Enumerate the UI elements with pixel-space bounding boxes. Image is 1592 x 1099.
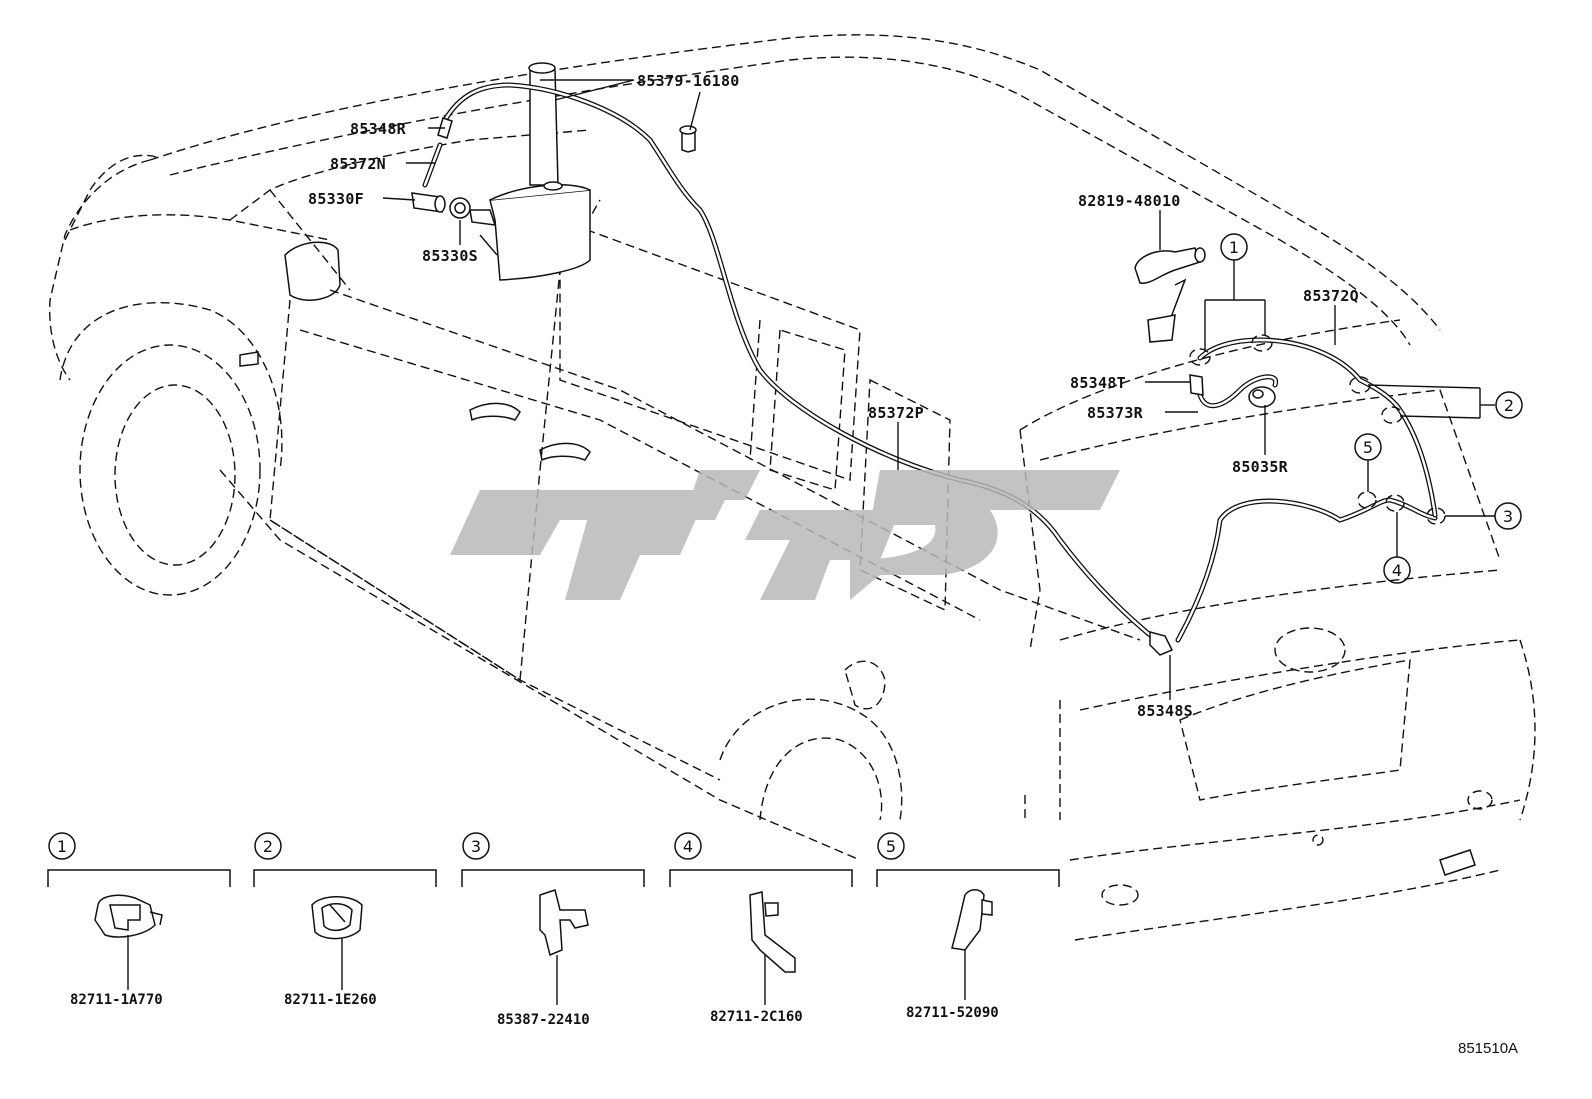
marker-circle-1	[1220, 233, 1248, 261]
clip-positions	[1189, 334, 1446, 525]
callout-85330F: 85330F	[308, 190, 364, 208]
callout-85348S: 85348S	[1137, 702, 1193, 720]
marker-3: 3	[1503, 507, 1513, 526]
callout-85372N: 85372N	[330, 155, 386, 173]
callout-85035R: 85035R	[1232, 458, 1289, 476]
legend-index-1: 1	[57, 837, 67, 856]
clip-bolt	[679, 125, 697, 153]
callout-82819-48010: 82819-48010	[1078, 192, 1181, 210]
legend-part-4: 82711-2C160	[710, 1009, 803, 1025]
leader-lines	[382, 79, 1495, 700]
legend-item-5: 5 82711-52090	[876, 832, 1060, 1021]
legend-item-4: 4 82711-2C160	[669, 832, 853, 1025]
callout-85372Q: 85372Q	[1303, 287, 1359, 305]
legend-index-5: 5	[886, 837, 896, 856]
watermark-logo	[450, 470, 1120, 600]
legend-item-2: 2 82711-1E260	[253, 832, 437, 1008]
clip-85387-22410-icon	[539, 889, 589, 957]
diagram-code: 851510A	[1458, 1040, 1518, 1057]
clip-82711-52090-icon	[951, 889, 993, 951]
hose-joint-rear	[1149, 631, 1174, 656]
legend-index-3: 3	[471, 837, 481, 856]
clip-legend: 1 82711-1A770 2 82711-1E260	[47, 832, 1060, 1028]
marker-5: 5	[1363, 438, 1373, 457]
washer-hose	[422, 82, 1438, 643]
callout-85348T: 85348T	[1070, 374, 1126, 392]
legend-item-1: 1 82711-1A770	[47, 832, 231, 1008]
marker-circle-3	[1494, 502, 1522, 530]
washer-pump	[411, 192, 446, 213]
marker-circle-4	[1383, 556, 1411, 584]
callout-85330S: 85330S	[422, 247, 478, 265]
marker-1: 1	[1229, 238, 1239, 257]
callout-85372P: 85372P	[868, 404, 924, 422]
clip-82711-1A770-icon	[94, 894, 163, 938]
legend-item-3: 3 85387-22410	[461, 832, 645, 1028]
marker-4: 4	[1392, 561, 1402, 580]
washer-tank	[469, 62, 591, 281]
callout-85379-16180: 85379-16180	[637, 72, 740, 90]
marker-circle-2	[1495, 391, 1523, 419]
pump-grommet	[449, 197, 471, 219]
callout-markers: 1 2 3 4 5	[1220, 233, 1523, 584]
car-body-outline	[48, 34, 1536, 941]
marker-circle-5	[1354, 433, 1382, 461]
marker-2: 2	[1504, 396, 1514, 415]
legend-part-5: 82711-52090	[906, 1005, 999, 1021]
clip-82711-1E260-icon	[311, 896, 363, 940]
hose-joint-nozzle	[1189, 374, 1204, 396]
callout-labels: 85379-16180 85348R 85372N 85330F 85330S …	[308, 72, 1359, 720]
rear-washer-nozzle	[1248, 386, 1276, 408]
clip-82711-2C160-icon	[749, 891, 796, 973]
legend-index-4: 4	[683, 837, 693, 856]
callout-85373R: 85373R	[1087, 404, 1144, 422]
legend-part-1: 82711-1A770	[70, 992, 163, 1008]
legend-part-2: 82711-1E260	[284, 992, 377, 1008]
legend-part-3: 85387-22410	[497, 1012, 590, 1028]
legend-index-2: 2	[263, 837, 273, 856]
wiper-connector-part	[1134, 247, 1206, 343]
callout-85348R: 85348R	[350, 120, 407, 138]
